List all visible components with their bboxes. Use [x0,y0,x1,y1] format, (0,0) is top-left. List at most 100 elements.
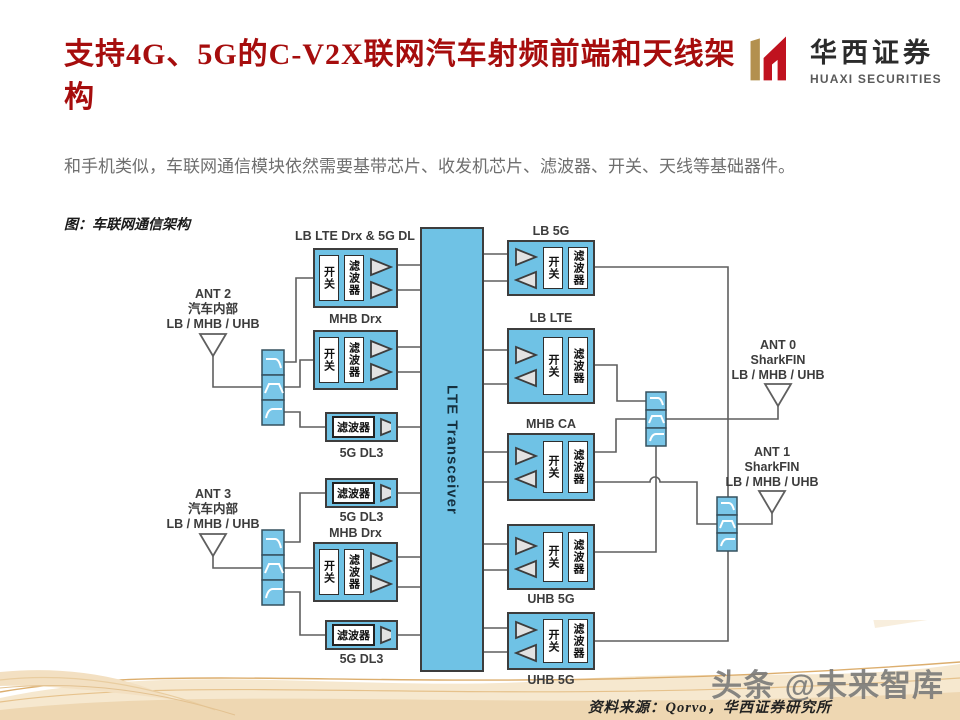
amp-right-icon [369,257,393,276]
ant-location: SharkFIN [744,460,800,474]
amplifier-pair [514,620,538,663]
highpass-icon [649,433,664,442]
filter-box: 滤波器 [568,246,588,290]
filter-box: 滤波器 [343,549,364,595]
lowpass-icon [721,502,735,511]
switch-box: 开关 [543,441,563,493]
rf-module-uhb-5g-1: 开关 滤波器 [507,524,595,590]
amp-right-icon [380,417,391,437]
amp-right-icon [380,483,391,503]
ant-location: 汽车内部 [187,302,238,316]
amplifier-pair [514,536,538,579]
switch-box: 开关 [543,336,563,396]
rf-module-mhb-drx-1: 开关 滤波器 [313,330,398,390]
ant-bands: LB / MHB / UHB [166,517,260,531]
wire-group [212,253,779,653]
block-label: UHB 5G [527,592,575,606]
ant-name: ANT 3 [194,487,232,501]
block-label: LB LTE Drx & 5G DL [295,229,415,243]
lte-transceiver-block: LTE Transceiver [420,227,484,672]
antenna-icon-ant1 [757,490,787,515]
block-label: UHB 5G [527,673,575,687]
filter-box: 滤波器 [568,531,588,583]
figure-caption: 图：车联网通信架构 [64,218,190,233]
triplexer-ant2 [261,349,285,426]
rf-module-lb-lte: 开关 滤波器 [507,328,595,404]
block-label: 5G DL3 [339,652,384,666]
rf-module-mhb-drx-2: 开关 滤波器 [313,542,398,602]
amp-right-icon [515,536,538,555]
amp-left-icon [514,643,537,662]
ant-name: ANT 1 [753,445,791,459]
filter-box: 滤波器 [568,441,588,493]
amplifier-pair [369,551,393,594]
filter-box: 滤波器 [332,624,375,646]
amplifier-pair [514,345,538,388]
rf-module-uhb-5g-2: 开关 滤波器 [507,612,595,670]
rf-module-5g-dl3-1: 滤波器 [325,412,398,442]
amp-left-icon [514,270,537,289]
amp-left-icon [514,559,537,578]
ant-bands: LB / MHB / UHB [731,368,825,382]
rf-module-lb-lte-drx-5g-dl: 开关 滤波器 [313,248,398,308]
antenna-icon-ant3 [198,533,228,558]
filter-box: 滤波器 [343,337,364,383]
ant-name: ANT 0 [759,338,797,352]
amplifier-pair [514,446,538,489]
switch-box: 开关 [318,337,339,383]
amp-right-icon [515,446,538,465]
antenna-icon-ant0 [763,383,793,408]
filter-box: 滤波器 [332,482,375,504]
switch-box: 开关 [318,255,339,301]
bandpass-icon [648,415,665,424]
triplexer-ant3 [261,529,285,606]
rf-module-lb-5g: 开关 滤波器 [507,240,595,296]
block-label: LB 5G [532,224,570,238]
amp-right-icon [515,247,538,266]
amp-left-icon [514,469,537,488]
lte-transceiver-label: LTE Transceiver [443,384,461,515]
highpass-icon [720,538,735,547]
ant-bands: LB / MHB / UHB [166,317,260,331]
switch-box: 开关 [543,246,563,290]
filter-box: 滤波器 [568,336,588,396]
antenna-label-ant1: ANT 1 SharkFIN LB / MHB / UHB [707,445,837,490]
antenna-label-ant3: ANT 3 汽车内部 LB / MHB / UHB [148,487,278,532]
antenna-label-ant2: ANT 2 汽车内部 LB / MHB / UHB [148,287,278,332]
logo-cn-text: 华西证券 [810,37,934,68]
amp-right-icon [369,280,393,299]
switch-box: 开关 [318,549,339,595]
amplifier-pair [369,339,393,382]
watermark-text: 头条 @未来智库 [711,668,944,703]
filter-box: 滤波器 [332,416,375,438]
company-logo: 华西证券 HUAXI SECURITIES [744,30,942,86]
amp-right-icon [515,620,538,639]
rf-module-5g-dl3-2: 滤波器 [325,478,398,508]
logo-en-text: HUAXI SECURITIES [810,71,942,86]
body-paragraph: 和手机类似，车联网通信模块依然需要基带芯片、收发机芯片、滤波器、开关、天线等基础… [64,157,795,176]
bandpass-icon [719,520,736,529]
rf-module-mhb-ca: 开关 滤波器 [507,433,595,501]
source-note: 资料来源：Qorvo，华西证券研究所 [588,700,832,716]
bandpass-icon [264,563,284,574]
antenna-label-ant0: ANT 0 SharkFIN LB / MHB / UHB [713,338,843,383]
switch-box: 开关 [543,618,563,664]
page-title: 支持4G、5G的C-V2X联网汽车射频前端和天线架构 [64,38,736,114]
block-label: 5G DL3 [339,446,384,460]
triplexer-ant1 [716,496,738,552]
amp-left-icon [514,368,537,387]
triplexer-ant0 [645,391,667,447]
ant-bands: LB / MHB / UHB [725,475,819,489]
block-label: MHB Drx [329,526,382,540]
amp-right-icon [369,551,393,570]
amp-right-icon [515,345,538,364]
amp-right-icon [369,574,393,593]
antenna-icon-ant2 [198,333,228,358]
block-label: 5G DL3 [339,510,384,524]
amplifier-pair [369,257,393,300]
lowpass-icon [650,397,664,406]
bandpass-icon [264,383,284,394]
footer-wave-decoration [0,620,960,720]
